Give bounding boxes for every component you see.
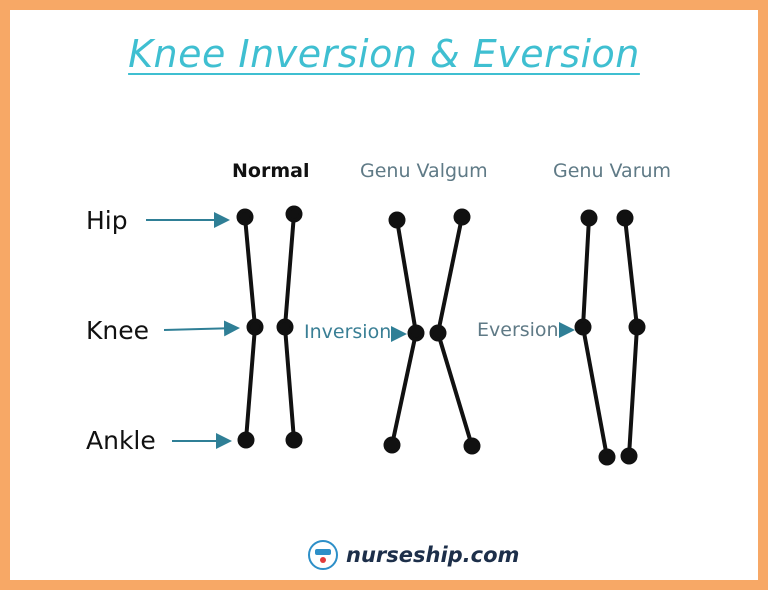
valgum-right-knee-joint [429, 324, 447, 342]
varum-right-thigh [623, 216, 639, 329]
varum-right-knee-joint [628, 318, 646, 336]
row-label-hip: Hip [86, 206, 128, 235]
genu-valgum-legs [383, 208, 481, 455]
site-logo[interactable]: nurseship.com [308, 537, 519, 573]
eversion-label: Eversion [477, 319, 559, 341]
valgum-right-ankle-joint [463, 437, 481, 455]
valgum-left-shin [390, 331, 418, 447]
varum-left-knee-joint [574, 318, 592, 336]
inversion-label: Inversion [304, 321, 392, 343]
page-title: Knee Inversion & Eversion [128, 32, 640, 76]
normal-right-ankle-joint [285, 431, 303, 449]
normal-left-thigh [243, 215, 257, 329]
nurse-cap-icon [308, 540, 338, 570]
normal-right-thigh [283, 212, 296, 329]
normal-legs [236, 205, 303, 449]
normal-left-shin [244, 325, 257, 442]
normal-right-shin [283, 325, 296, 442]
normal-left-ankle-joint [237, 431, 255, 449]
normal-right-knee-joint [276, 318, 294, 336]
varum-left-shin [581, 325, 609, 459]
row-label-ankle: Ankle [86, 426, 156, 455]
row-label-knee: Knee [86, 316, 150, 345]
site-name: nurseship.com [346, 543, 520, 567]
valgum-left-knee-joint [407, 324, 425, 342]
valgum-right-shin [436, 331, 474, 448]
column-heading-genu-valgum: Genu Valgum [360, 160, 488, 182]
valgum-left-thigh [395, 218, 418, 335]
column-heading-genu-varum: Genu Varum [553, 160, 672, 182]
valgum-right-thigh [436, 215, 464, 335]
valgum-right-hip-joint [453, 208, 471, 226]
varum-left-thigh [581, 216, 591, 329]
genu-varum-legs [574, 209, 646, 466]
column-heading-normal: Normal [232, 160, 310, 182]
normal-left-knee-joint [246, 318, 264, 336]
varum-left-hip-joint [580, 209, 598, 227]
varum-left-ankle-joint [598, 448, 616, 466]
varum-right-hip-joint [616, 209, 634, 227]
knee-pointer-arrow [163, 320, 240, 337]
normal-left-hip-joint [236, 208, 254, 226]
varum-right-ankle-joint [620, 447, 638, 465]
varum-right-shin [627, 325, 639, 458]
normal-right-hip-joint [285, 205, 303, 223]
valgum-left-hip-joint [388, 211, 406, 229]
valgum-left-ankle-joint [383, 436, 401, 454]
